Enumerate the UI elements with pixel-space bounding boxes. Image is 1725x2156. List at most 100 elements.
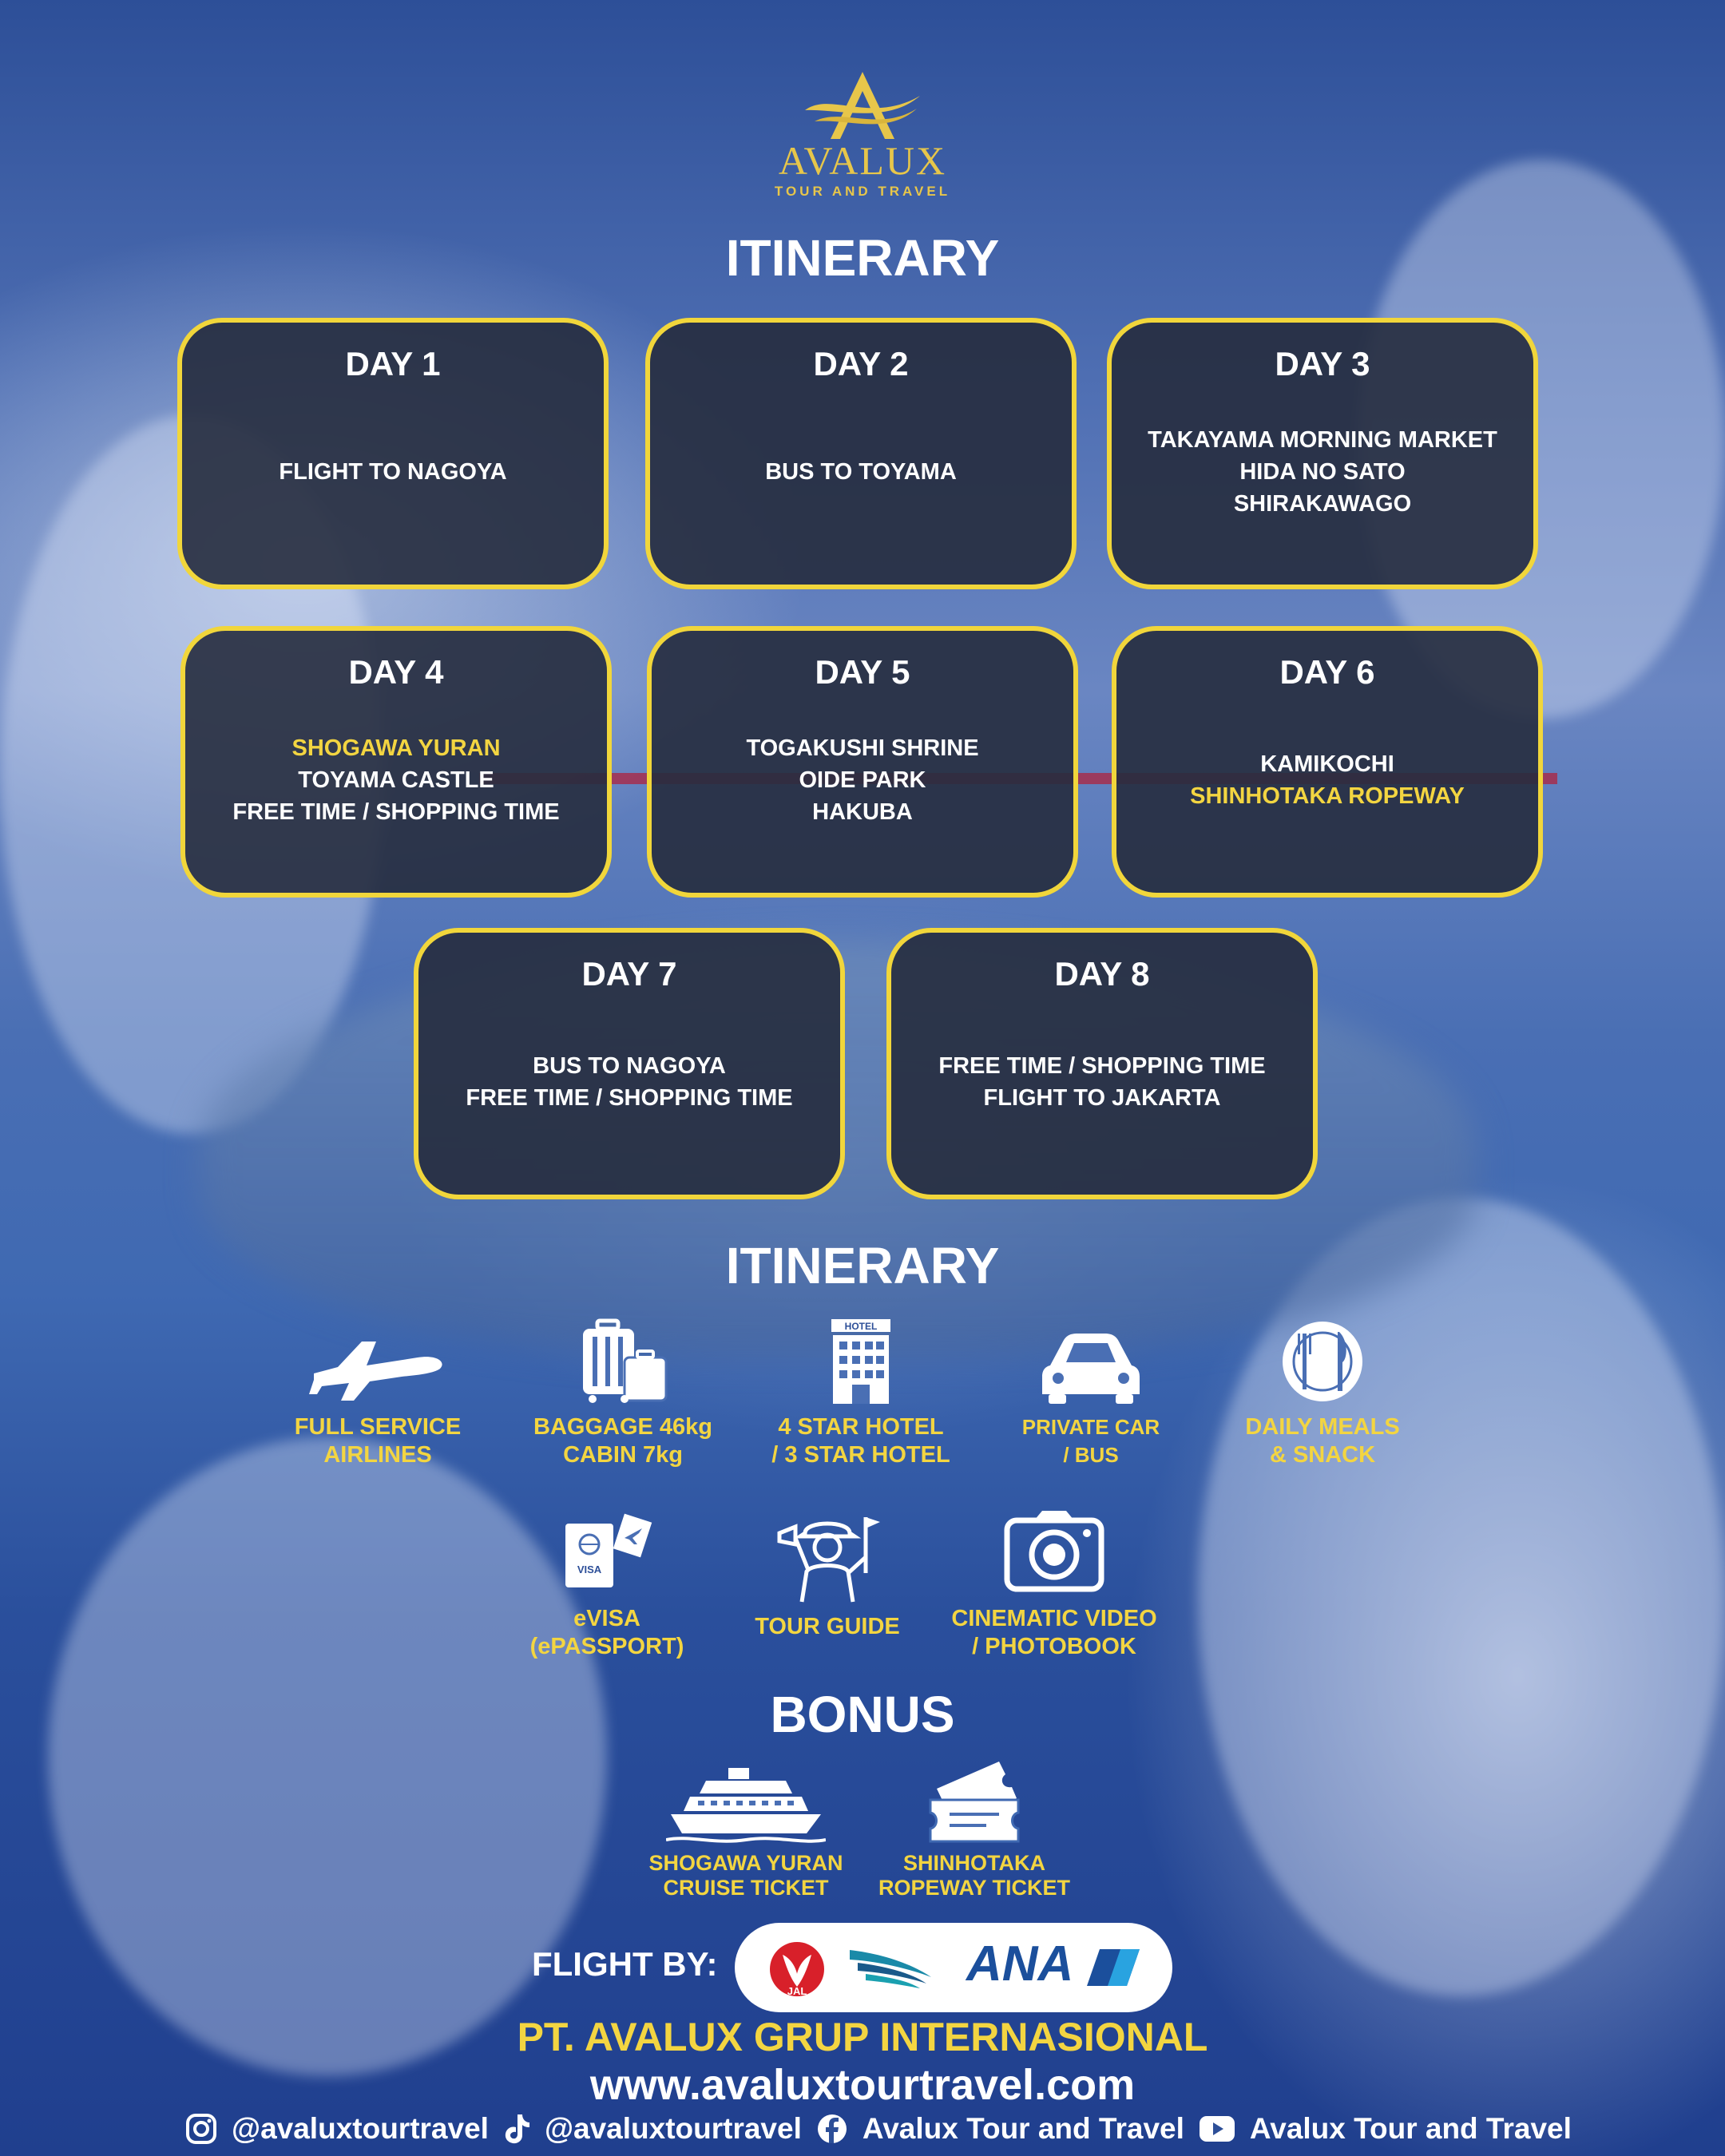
day-title: DAY 7 <box>581 955 677 993</box>
snow-trees-bottom-left <box>48 1437 607 2076</box>
flight-by-label: FLIGHT BY: <box>532 1945 718 1983</box>
facility-label: TOUR GUIDE <box>755 1614 900 1639</box>
facility-transport: PRIVATE CAR/ BUS <box>971 1318 1211 1469</box>
day-title: DAY 4 <box>348 653 444 691</box>
facility-label: CINEMATIC VIDEO/ PHOTOBOOK <box>951 1606 1157 1659</box>
bonus-heading: BONUS <box>770 1686 955 1743</box>
svg-text:HOTEL: HOTEL <box>845 1321 878 1332</box>
activity-item: HIDA NO SATO <box>1239 459 1406 485</box>
brand-name: AVALUX <box>778 138 947 183</box>
day-card: DAY 6 KAMIKOCHI SHINHOTAKA ROPEWAY <box>1112 626 1543 898</box>
social-links: @avaluxtourtravel @avaluxtourtravel Aval… <box>185 2105 1572 2153</box>
visa-icon: VISA <box>565 1513 652 1587</box>
day-activities: FLIGHT TO NAGOYA <box>193 372 593 572</box>
day-card: DAY 5 TOGAKUSHI SHRINE OIDE PARK HAKUBA <box>647 626 1078 898</box>
activity-item: FLIGHT TO NAGOYA <box>279 459 507 485</box>
ticket-icon <box>929 1762 1020 1843</box>
avalux-a-logo-icon <box>805 72 920 139</box>
youtube-icon <box>1199 2116 1235 2142</box>
activity-item: TOYAMA CASTLE <box>298 767 494 793</box>
tiktok-handle[interactable]: @avaluxtourtravel <box>544 2112 802 2145</box>
snow-trees-right <box>1198 1198 1725 1996</box>
jal-logo-icon: JAL <box>770 1942 824 1997</box>
day-title: DAY 6 <box>1279 653 1375 691</box>
brand-logo: AVALUX TOUR AND TRAVEL <box>743 69 982 204</box>
day-activities: TAKAYAMA MORNING MARKET HIDA NO SATO SHIRA… <box>1123 372 1522 572</box>
activity-item: BUS TO NAGOYA <box>533 1053 726 1079</box>
activity-item: TAKAYAMA MORNING MARKET <box>1148 427 1497 453</box>
ana-stripes-icon <box>1087 1948 1140 1986</box>
activity-item: KAMIKOCHI <box>1260 751 1394 777</box>
day-title: DAY 2 <box>813 345 909 382</box>
activity-item: SHOGAWA YURAN <box>291 735 501 761</box>
meals-icon <box>1283 1322 1362 1401</box>
activity-item: SHIRAKAWAGO <box>1233 491 1412 517</box>
website-link[interactable]: www.avaluxtourtravel.com <box>589 2061 1136 2109</box>
day-card: DAY 3 TAKAYAMA MORNING MARKET HIDA NO SATO… <box>1107 318 1538 589</box>
day-activities: TOGAKUSHI SHRINE OIDE PARK HAKUBA <box>663 680 1062 880</box>
activity-item: TOGAKUSHI SHRINE <box>746 735 979 761</box>
instagram-handle[interactable]: @avaluxtourtravel <box>232 2112 489 2145</box>
facility-hotel: HOTEL 4 STAR HOTEL/ 3 STAR HOTEL <box>741 1318 981 1469</box>
svg-text:JAL: JAL <box>787 1985 807 1997</box>
day-card: DAY 8 FREE TIME / SHOPPING TIME FLIGHT TO … <box>886 928 1318 1199</box>
camera-icon <box>1004 1511 1104 1592</box>
cruise-ship-icon <box>666 1768 826 1843</box>
company-name: PT. AVALUX GRUP INTERNASIONAL <box>517 2015 1208 2059</box>
activity-item: FREE TIME / SHOPPING TIME <box>466 1085 793 1111</box>
day-activities: KAMIKOCHI SHINHOTAKA ROPEWAY <box>1128 680 1527 880</box>
facility-meals: DAILY MEALS& SNACK <box>1203 1318 1442 1469</box>
svg-text:VISA: VISA <box>577 1563 602 1575</box>
day-activities: SHOGAWA YURAN TOYAMA CASTLE FREE TIME / SH… <box>196 680 596 880</box>
airplane-icon <box>309 1342 442 1401</box>
hotel-icon: HOTEL <box>831 1319 890 1404</box>
day-activities: BUS TO TOYAMA <box>661 372 1061 572</box>
day-title: DAY 5 <box>815 653 910 691</box>
facility-label: DAILY MEALS& SNACK <box>1245 1414 1400 1468</box>
activity-item: SHINHOTAKA ROPEWAY <box>1190 783 1465 809</box>
day-card: DAY 7 BUS TO NAGOYA FREE TIME / SHOPPING T… <box>414 928 845 1199</box>
day-title: DAY 8 <box>1054 955 1150 993</box>
instagram-icon <box>186 2114 216 2144</box>
facebook-handle[interactable]: Avalux Tour and Travel <box>862 2112 1184 2145</box>
day-title: DAY 1 <box>345 345 441 382</box>
day-activities: BUS TO NAGOYA FREE TIME / SHOPPING TIME <box>430 982 829 1182</box>
activity-item: FREE TIME / SHOPPING TIME <box>938 1053 1266 1079</box>
luggage-icon <box>583 1318 668 1403</box>
facility-label: 4 STAR HOTEL/ 3 STAR HOTEL <box>771 1414 950 1468</box>
facebook-icon <box>817 2114 847 2143</box>
activity-item: BUS TO TOYAMA <box>765 459 957 485</box>
activity-item: HAKUBA <box>812 799 913 825</box>
facility-tour-guide: TOUR GUIDE <box>708 1509 947 1641</box>
car-icon <box>1042 1334 1140 1404</box>
facility-label: PRIVATE CAR/ BUS <box>1021 1415 1160 1467</box>
day-activities: FREE TIME / SHOPPING TIME FLIGHT TO JAKAR… <box>902 982 1302 1182</box>
ana-logo: ANA <box>966 1936 1141 1992</box>
day-title: DAY 3 <box>1275 345 1370 382</box>
airline-logos: JAL ANA <box>735 1923 1172 2012</box>
activity-item: FLIGHT TO JAKARTA <box>983 1085 1221 1111</box>
facility-visa: VISA eVISA(ePASSPORT) <box>487 1509 727 1661</box>
tiktok-icon <box>505 2114 529 2144</box>
day-card: DAY 4 SHOGAWA YURAN TOYAMA CASTLE FREE TIME… <box>180 626 612 898</box>
brand-subtitle: TOUR AND TRAVEL <box>774 184 951 199</box>
tour-guide-icon <box>777 1517 880 1603</box>
garuda-logo-icon <box>850 1950 931 1988</box>
activity-item: FREE TIME / SHOPPING TIME <box>232 799 560 825</box>
facility-label: eVISA(ePASSPORT) <box>529 1606 684 1659</box>
day-card: DAY 1 FLIGHT TO NAGOYA <box>177 318 609 589</box>
activity-item: OIDE PARK <box>799 767 926 793</box>
facility-camera: CINEMATIC VIDEO/ PHOTOBOOK <box>934 1509 1174 1661</box>
youtube-handle[interactable]: Avalux Tour and Travel <box>1249 2112 1572 2145</box>
itinerary-heading: ITINERARY <box>725 229 1000 287</box>
facilities-heading: ITINERARY <box>725 1237 1000 1294</box>
